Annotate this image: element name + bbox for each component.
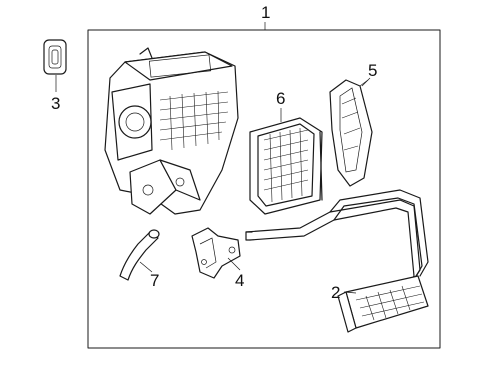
evaporator-part-6 (249, 117, 323, 215)
bracket-part-4 (191, 227, 241, 279)
callout-1: 1 (261, 3, 271, 22)
callout-7: 7 (150, 271, 160, 290)
leader-7 (139, 261, 153, 273)
hvac-case-part-1 (104, 47, 239, 215)
callout-2: 2 (331, 283, 341, 302)
leader-5 (361, 77, 371, 87)
callout-6: 6 (276, 89, 286, 108)
cover-part-5 (329, 79, 373, 187)
heater-core-part-2 (245, 189, 429, 333)
callout-3: 3 (51, 94, 61, 113)
leader-2 (343, 291, 357, 294)
leader-4 (227, 257, 241, 271)
assembly-frame (87, 29, 441, 349)
callout-5: 5 (368, 61, 378, 80)
callout-4: 4 (235, 271, 245, 290)
grommet-part-3 (43, 39, 67, 75)
drain-hose-part-7 (119, 229, 160, 281)
